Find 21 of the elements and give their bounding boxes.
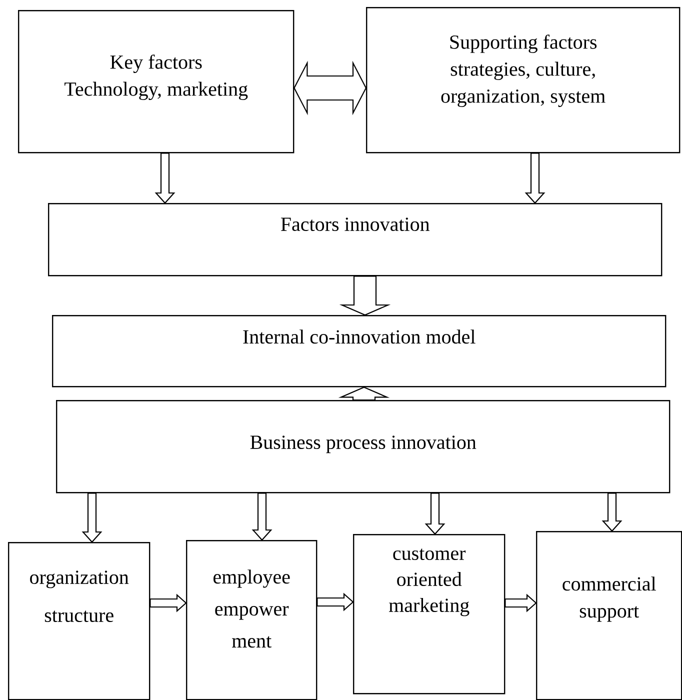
block-arrow — [338, 386, 390, 401]
process-box: Internal co-innovation model — [52, 315, 666, 388]
block-arrow — [524, 152, 546, 204]
process-box: organization structure — [8, 542, 150, 700]
process-box: customer oriented marketing — [353, 534, 506, 694]
block-arrow — [504, 594, 537, 612]
block-arrow — [294, 60, 367, 116]
process-box: Key factors Technology, marketing — [18, 10, 294, 154]
block-arrow — [339, 276, 391, 316]
process-box: employee empower ment — [186, 540, 318, 700]
block-arrow — [602, 492, 622, 532]
process-box: Supporting factors strategies, culture, organization, system — [366, 7, 680, 154]
block-arrow — [150, 594, 187, 612]
block-arrow — [154, 152, 176, 204]
process-box: commercial support — [536, 531, 682, 700]
block-arrow — [424, 492, 446, 535]
block-arrow — [82, 492, 102, 543]
process-box: Factors innovation — [48, 203, 662, 276]
block-arrow — [252, 492, 272, 541]
block-arrow — [316, 592, 354, 612]
process-box: Business process innovation — [56, 400, 670, 494]
